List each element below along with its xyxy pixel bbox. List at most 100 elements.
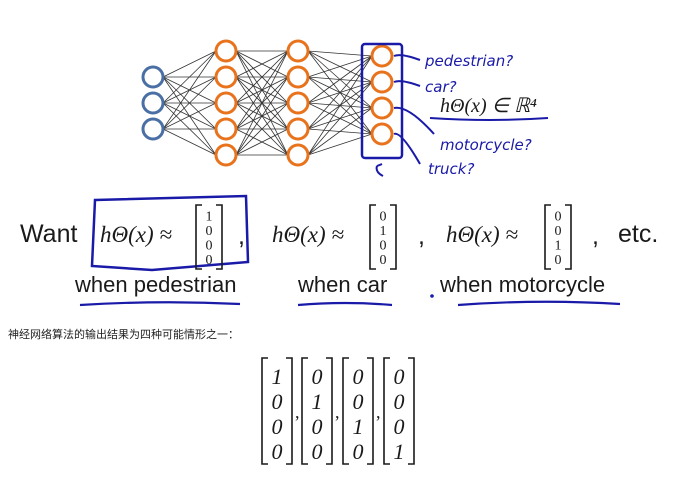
input-node bbox=[141, 65, 165, 89]
vector-entry: 1 bbox=[272, 364, 283, 389]
hyp-3: hΘ(x) ≈ bbox=[446, 222, 519, 247]
input-node bbox=[141, 91, 165, 115]
label-truck: truck? bbox=[428, 160, 474, 178]
comma-2: , bbox=[418, 222, 425, 250]
right-bracket bbox=[565, 204, 572, 270]
vector-entry: 0 bbox=[555, 224, 562, 239]
underline-car bbox=[297, 301, 393, 307]
right-bracket bbox=[216, 204, 223, 270]
network-edge bbox=[162, 50, 217, 104]
network-edge bbox=[162, 102, 217, 130]
ink-dot bbox=[430, 294, 434, 298]
label-car: car? bbox=[425, 78, 457, 96]
hypothesis-underline bbox=[429, 117, 549, 121]
comma-1: , bbox=[238, 222, 245, 250]
vector-entry: 0 bbox=[312, 414, 323, 439]
comma-3: , bbox=[592, 222, 599, 250]
vector-entry: 0 bbox=[353, 364, 364, 389]
network-edge bbox=[162, 128, 217, 156]
right-bracket bbox=[286, 357, 293, 465]
highlight-box bbox=[90, 194, 250, 272]
network-edge bbox=[235, 102, 289, 156]
network-nodes bbox=[141, 39, 394, 167]
truck-arrow-mark bbox=[375, 163, 384, 177]
hidden-node bbox=[214, 91, 238, 115]
vector-entry: 0 bbox=[394, 414, 405, 439]
hyp-2: hΘ(x) ≈ bbox=[272, 222, 345, 247]
network-edge bbox=[162, 50, 217, 130]
vector-entry: 0 bbox=[555, 253, 562, 268]
vector-separator: , bbox=[335, 402, 340, 422]
output-node bbox=[370, 122, 394, 146]
input-node bbox=[141, 117, 165, 141]
hidden-node bbox=[286, 39, 310, 63]
case-car: when car bbox=[298, 272, 388, 297]
output-arrow bbox=[393, 54, 421, 61]
hidden-node bbox=[286, 143, 310, 167]
hidden-node bbox=[286, 91, 310, 115]
vector-entry: 0 bbox=[353, 389, 364, 414]
vector-entry: 0 bbox=[272, 439, 283, 464]
label-motorcycle: motorcycle? bbox=[440, 136, 532, 154]
etc-label: etc. bbox=[618, 220, 659, 248]
vector-entry: 1 bbox=[312, 389, 323, 414]
hidden-node bbox=[286, 65, 310, 89]
vector-entry: 1 bbox=[380, 224, 387, 239]
output-arrow bbox=[393, 106, 435, 135]
vector-entry: 0 bbox=[272, 389, 283, 414]
vector-entry: 1 bbox=[353, 414, 364, 439]
hyp-1: hΘ(x) ≈ bbox=[100, 222, 173, 247]
network-edge bbox=[235, 128, 289, 156]
hidden-node bbox=[286, 117, 310, 141]
underline-pedestrian bbox=[79, 301, 241, 307]
hidden-node bbox=[214, 65, 238, 89]
want-label: Want bbox=[20, 220, 78, 248]
left-bracket bbox=[383, 357, 390, 465]
label-pedestrian: pedestrian? bbox=[424, 52, 513, 70]
right-bracket bbox=[408, 357, 415, 465]
network-edge bbox=[235, 50, 289, 130]
output-arrow bbox=[393, 80, 421, 87]
vector-entry: 1 bbox=[206, 210, 213, 225]
hidden-node bbox=[214, 117, 238, 141]
right-bracket bbox=[326, 357, 333, 465]
vector-entry: 0 bbox=[206, 224, 213, 239]
left-bracket bbox=[342, 357, 349, 465]
vector-entry: 1 bbox=[555, 239, 562, 254]
output-arrows bbox=[393, 54, 435, 165]
vector-entry: 0 bbox=[353, 439, 364, 464]
vector-entry: 0 bbox=[206, 239, 213, 254]
output-node bbox=[370, 70, 394, 94]
vector-entry: 0 bbox=[380, 253, 387, 268]
left-bracket bbox=[369, 204, 376, 270]
left-bracket bbox=[261, 357, 268, 465]
hidden-node bbox=[214, 143, 238, 167]
network-edge bbox=[235, 50, 289, 78]
network-edge bbox=[235, 76, 289, 156]
output-node bbox=[370, 44, 394, 68]
underline-motorcycle bbox=[457, 300, 621, 307]
network-edge bbox=[235, 50, 289, 104]
left-bracket bbox=[544, 204, 551, 270]
vector-entry: 0 bbox=[394, 364, 405, 389]
vector-entry: 1 bbox=[394, 439, 405, 464]
vector-entry: 0 bbox=[312, 439, 323, 464]
caption-text: 神经网络算法的输出结果为四种可能情形之一： bbox=[8, 328, 239, 341]
network-edge bbox=[235, 50, 289, 156]
network-edges bbox=[162, 50, 373, 156]
right-bracket bbox=[367, 357, 374, 465]
left-bracket bbox=[195, 204, 202, 270]
case-pedestrian: when pedestrian bbox=[75, 272, 237, 297]
output-arrow bbox=[393, 132, 421, 165]
vector-entry: 0 bbox=[380, 210, 387, 225]
left-bracket bbox=[301, 357, 308, 465]
